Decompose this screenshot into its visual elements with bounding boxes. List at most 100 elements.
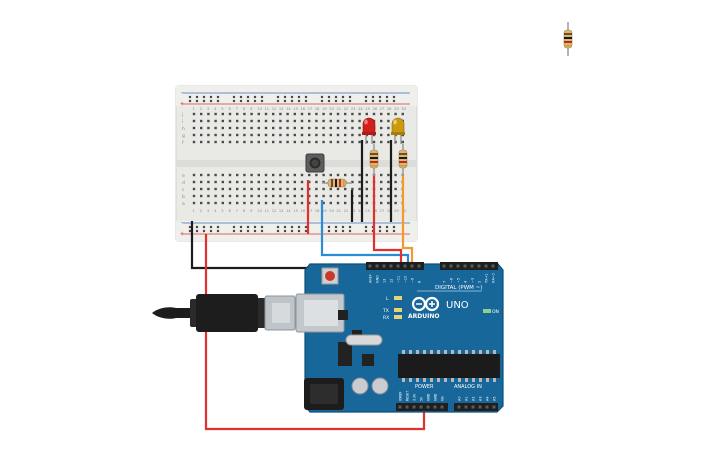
breadboard-hole[interactable]: [300, 112, 304, 116]
breadboard-hole[interactable]: [308, 126, 311, 130]
rail-hole[interactable]: [239, 229, 243, 233]
breadboard-hole[interactable]: [221, 187, 224, 191]
breadboard-hole[interactable]: [387, 140, 390, 144]
breadboard-hole[interactable]: [264, 180, 268, 184]
breadboard-hole[interactable]: [286, 187, 289, 191]
rail-hole[interactable]: [209, 225, 213, 229]
breadboard-hole[interactable]: [300, 133, 304, 137]
breadboard-hole[interactable]: [336, 126, 340, 130]
rail-hole[interactable]: [341, 229, 345, 233]
breadboard-hole[interactable]: [250, 133, 253, 137]
rail-hole[interactable]: [216, 229, 220, 233]
breadboard-hole[interactable]: [200, 112, 203, 116]
breadboard-hole[interactable]: [243, 201, 246, 205]
breadboard-hole[interactable]: [192, 112, 196, 116]
breadboard-hole[interactable]: [272, 180, 275, 184]
breadboard-hole[interactable]: [329, 201, 332, 205]
breadboard-hole[interactable]: [250, 126, 253, 130]
rail-hole[interactable]: [188, 99, 192, 103]
breadboard-hole[interactable]: [300, 194, 304, 198]
breadboard-hole[interactable]: [207, 112, 210, 116]
breadboard-hole[interactable]: [286, 180, 289, 184]
rail-hole[interactable]: [232, 99, 236, 103]
breadboard-hole[interactable]: [286, 194, 289, 198]
rail-hole[interactable]: [348, 225, 352, 229]
rail-hole[interactable]: [378, 225, 382, 229]
header-pin[interactable]: [410, 264, 414, 268]
breadboard-hole[interactable]: [344, 133, 347, 137]
breadboard-hole[interactable]: [315, 187, 318, 191]
rail-hole[interactable]: [260, 225, 264, 229]
breadboard-hole[interactable]: [351, 119, 354, 123]
breadboard-hole[interactable]: [308, 140, 311, 144]
breadboard-hole[interactable]: [336, 119, 340, 123]
breadboard-hole[interactable]: [351, 140, 354, 144]
breadboard-hole[interactable]: [358, 187, 361, 191]
breadboard-hole[interactable]: [344, 119, 347, 123]
breadboard-hole[interactable]: [315, 126, 318, 130]
header-pin[interactable]: [375, 264, 379, 268]
breadboard-hole[interactable]: [329, 187, 332, 191]
breadboard-hole[interactable]: [221, 140, 224, 144]
breadboard-hole[interactable]: [351, 112, 354, 116]
breadboard-hole[interactable]: [228, 201, 232, 205]
breadboard-hole[interactable]: [192, 180, 196, 184]
rail-hole[interactable]: [253, 225, 257, 229]
breadboard-hole[interactable]: [351, 133, 354, 137]
breadboard-holes[interactable]: [188, 95, 404, 233]
breadboard-hole[interactable]: [394, 194, 397, 198]
breadboard-hole[interactable]: [221, 119, 224, 123]
breadboard-hole[interactable]: [308, 180, 311, 184]
breadboard-hole[interactable]: [322, 119, 325, 123]
rail-hole[interactable]: [320, 95, 324, 99]
breadboard-hole[interactable]: [236, 119, 239, 123]
led-yellow[interactable]: [391, 117, 405, 144]
header-pin[interactable]: [492, 405, 496, 409]
breadboard-hole[interactable]: [308, 173, 311, 177]
breadboard-hole[interactable]: [228, 133, 232, 137]
breadboard-hole[interactable]: [192, 133, 196, 137]
breadboard-hole[interactable]: [293, 194, 296, 198]
breadboard-hole[interactable]: [344, 187, 347, 191]
header-pin[interactable]: [403, 264, 407, 268]
spare-resistor[interactable]: [563, 22, 573, 56]
header-pin[interactable]: [449, 264, 453, 268]
breadboard-hole[interactable]: [250, 187, 253, 191]
breadboard-hole[interactable]: [192, 126, 196, 130]
breadboard-hole[interactable]: [336, 133, 340, 137]
breadboard-hole[interactable]: [243, 187, 246, 191]
breadboard-hole[interactable]: [228, 140, 232, 144]
breadboard-hole[interactable]: [221, 126, 224, 130]
breadboard-hole[interactable]: [200, 126, 203, 130]
breadboard-hole[interactable]: [272, 201, 275, 205]
breadboard-hole[interactable]: [250, 119, 253, 123]
rail-hole[interactable]: [334, 225, 338, 229]
breadboard-hole[interactable]: [344, 112, 347, 116]
breadboard-hole[interactable]: [272, 140, 275, 144]
breadboard-hole[interactable]: [214, 133, 217, 137]
wire-orange-led2[interactable]: [401, 174, 414, 262]
breadboard-hole[interactable]: [401, 112, 404, 116]
breadboard-hole[interactable]: [272, 173, 275, 177]
led1-resistor[interactable]: [369, 144, 379, 176]
breadboard-hole[interactable]: [387, 126, 390, 130]
breadboard-hole[interactable]: [257, 112, 260, 116]
rail-hole[interactable]: [209, 229, 213, 233]
button-resistor[interactable]: [322, 178, 352, 188]
rail-hole[interactable]: [320, 99, 324, 103]
breadboard-hole[interactable]: [243, 112, 246, 116]
breadboard-hole[interactable]: [228, 112, 232, 116]
rail-hole[interactable]: [371, 99, 375, 103]
breadboard-hole[interactable]: [207, 126, 210, 130]
header-pin[interactable]: [485, 405, 489, 409]
breadboard-hole[interactable]: [286, 119, 289, 123]
rail-hole[interactable]: [283, 99, 287, 103]
rail-hole[interactable]: [202, 99, 206, 103]
breadboard-hole[interactable]: [236, 133, 239, 137]
breadboard-hole[interactable]: [372, 140, 376, 144]
rail-hole[interactable]: [246, 225, 250, 229]
rail-hole[interactable]: [253, 229, 257, 233]
breadboard-hole[interactable]: [380, 173, 383, 177]
header-pin[interactable]: [457, 405, 461, 409]
rail-hole[interactable]: [253, 99, 257, 103]
